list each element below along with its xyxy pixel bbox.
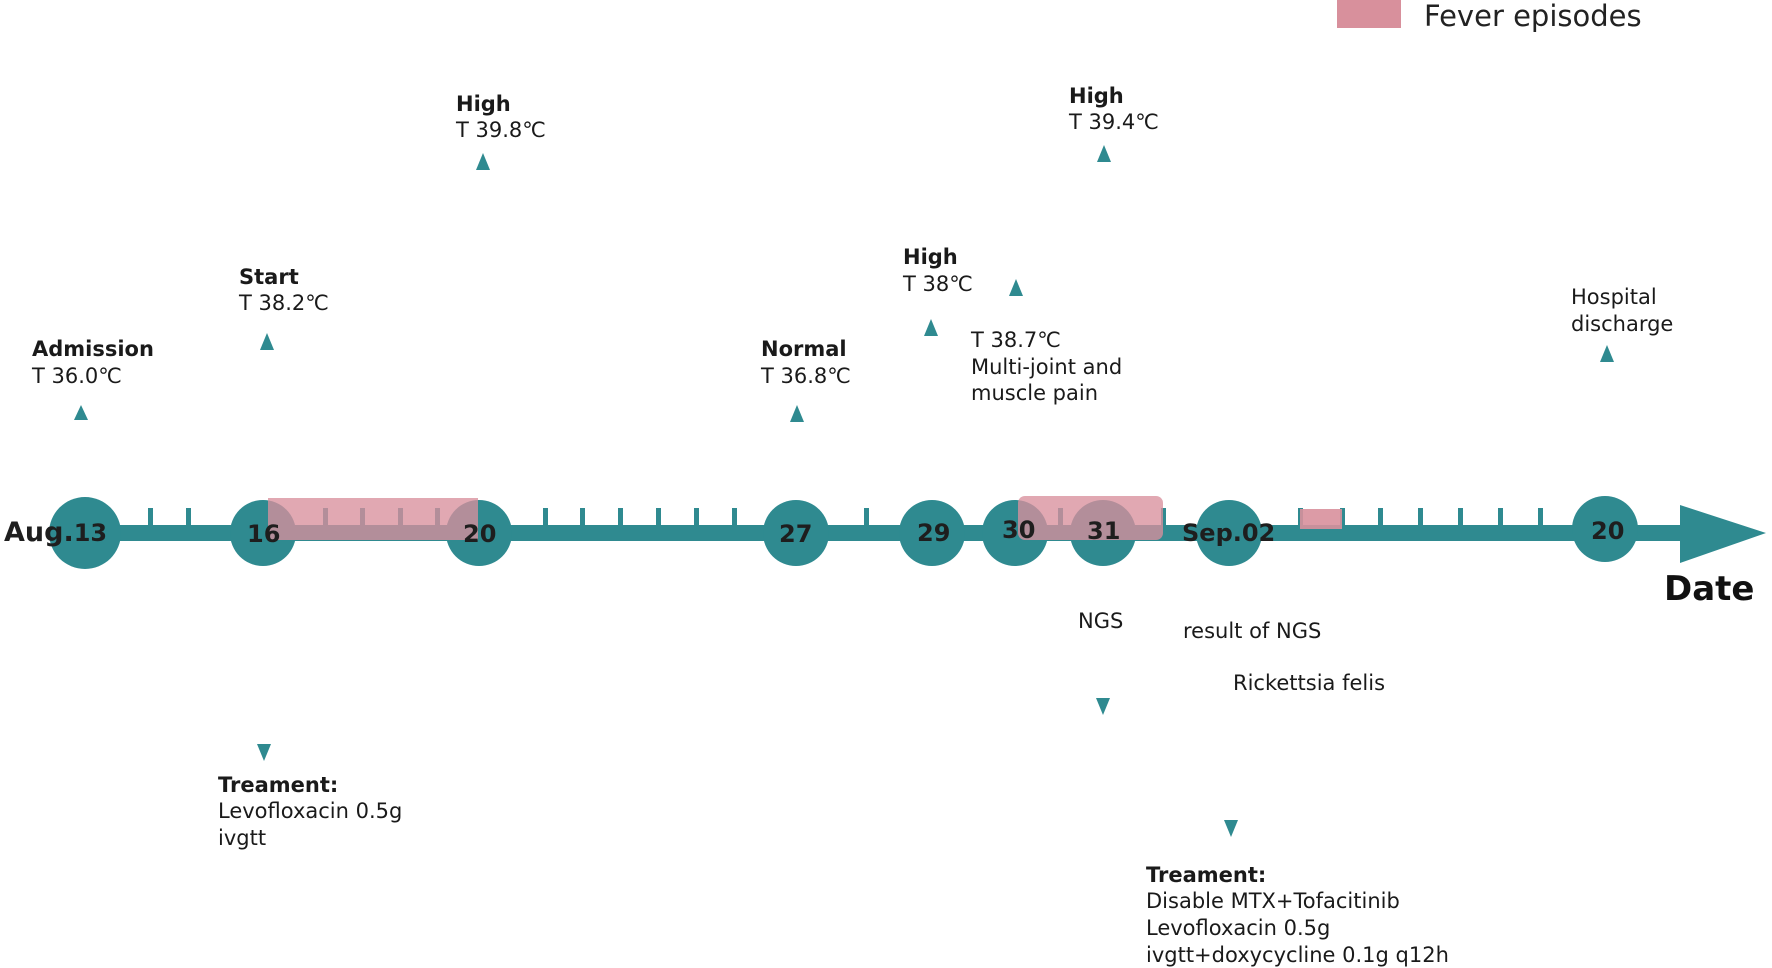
node-label-sep02: Sep.02 (1182, 519, 1275, 547)
svg-text:muscle pain: muscle pain (971, 381, 1098, 405)
svg-text:T 38.7℃: T 38.7℃ (970, 328, 1061, 352)
node-label-29: 29 (917, 519, 950, 547)
fever-band-overlays (268, 496, 1342, 540)
event-admission: Admission T 36.0℃ (31, 337, 154, 388)
node-27 (763, 500, 829, 566)
node-label-27: 27 (779, 520, 812, 548)
axis-tick (1538, 508, 1543, 530)
svg-text:ivgtt+doxycycline 0.1g q12h: ivgtt+doxycycline 0.1g q12h (1146, 943, 1449, 967)
event-ngs-result: result of NGS (1183, 619, 1321, 643)
node-label-30: 30 (1002, 516, 1035, 544)
svg-text:Levofloxacin 0.5g: Levofloxacin 0.5g (1146, 916, 1330, 940)
axis-tick (1161, 508, 1166, 530)
svg-text:discharge: discharge (1571, 312, 1673, 336)
event-treatment2: Treament: Disable MTX+Tofacitinib Levofl… (1146, 863, 1449, 967)
event-discharge: Hospital discharge (1571, 285, 1673, 336)
node-labels: Aug.13 16 20 27 29 30 31 Sep.02 20 (4, 516, 1624, 548)
fever-band-1 (268, 498, 478, 540)
axis-tick (864, 508, 869, 530)
event-high1: High T 39.8℃ (455, 92, 546, 142)
axis-tick (656, 508, 661, 530)
node-29 (899, 500, 965, 566)
node-20b (1572, 496, 1638, 562)
legend-swatch (1337, 0, 1401, 28)
arrow-admission (74, 405, 88, 500)
svg-text:Disable MTX+Tofacitinib: Disable MTX+Tofacitinib (1146, 889, 1400, 913)
legend-label: Fever episodes (1424, 0, 1642, 33)
axis-tick (694, 508, 699, 530)
axis-tick (618, 508, 623, 530)
svg-text:Start: Start (239, 265, 299, 289)
svg-text:T 38℃: T 38℃ (902, 272, 973, 296)
svg-text:T 36.8℃: T 36.8℃ (760, 364, 851, 388)
svg-text:T 39.8℃: T 39.8℃ (455, 118, 546, 142)
axis-tick (543, 508, 548, 530)
axis-tick (732, 508, 737, 530)
svg-text:T 39.4℃: T 39.4℃ (1068, 110, 1159, 134)
svg-text:NGS: NGS (1078, 609, 1123, 633)
event-treatment1: Treament: Levofloxacin 0.5g ivgtt (218, 773, 402, 850)
arrow-normal (790, 405, 804, 500)
axis-tick (1378, 508, 1383, 530)
node-aug13 (49, 497, 121, 569)
svg-text:Rickettsia felis: Rickettsia felis (1233, 671, 1385, 695)
fever-band-2 (1018, 496, 1163, 540)
event-rickettsia: Rickettsia felis (1233, 671, 1385, 695)
svg-text:High: High (903, 245, 958, 269)
arrow-ngs (1096, 565, 1110, 715)
event-arrows (74, 145, 1614, 837)
svg-text:Multi-joint and: Multi-joint and (971, 355, 1122, 379)
event-normal: Normal T 36.8℃ (760, 337, 851, 388)
svg-text:result of NGS: result of NGS (1183, 619, 1321, 643)
node-label-20a: 20 (463, 520, 496, 548)
svg-text:ivgtt: ivgtt (218, 826, 266, 850)
svg-text:High: High (456, 92, 511, 116)
svg-text:T 38.2℃: T 38.2℃ (238, 291, 329, 315)
arrow-pain (1009, 279, 1023, 500)
arrow-high1 (476, 153, 490, 500)
events-above: Admission T 36.0℃ Start T 38.2℃ High T 3… (31, 84, 1673, 405)
node-label-16: 16 (247, 520, 280, 548)
node-label-31: 31 (1087, 517, 1120, 545)
axis-arrowhead (1680, 505, 1766, 563)
node-label-20b: 20 (1591, 517, 1624, 545)
axis-tick (580, 508, 585, 530)
svg-text:Admission: Admission (32, 337, 154, 361)
arrow-treatment2 (1224, 565, 1238, 837)
svg-text:High: High (1069, 84, 1124, 108)
arrow-discharge (1600, 345, 1614, 500)
arrow-high2 (924, 319, 938, 500)
axis-tick (1340, 508, 1345, 530)
svg-text:Treament:: Treament: (218, 773, 338, 797)
axis-tick (148, 508, 153, 530)
event-high2: High T 38℃ (902, 245, 973, 296)
axis-tick (1498, 508, 1503, 530)
svg-text:Normal: Normal (761, 337, 847, 361)
event-pain: T 38.7℃ Multi-joint and muscle pain (970, 328, 1122, 405)
svg-text:Hospital: Hospital (1571, 285, 1657, 309)
node-label-aug13: Aug.13 (4, 517, 107, 548)
arrow-high3 (1097, 145, 1111, 500)
arrow-start (260, 333, 274, 500)
axis-tick (1458, 508, 1463, 530)
event-start: Start T 38.2℃ (238, 265, 329, 315)
axis-tick (1418, 508, 1423, 530)
svg-text:Levofloxacin 0.5g: Levofloxacin 0.5g (218, 799, 402, 823)
svg-text:Treament:: Treament: (1146, 863, 1266, 887)
events-below: Treament: Levofloxacin 0.5g ivgtt NGS re… (218, 609, 1449, 967)
fever-band-3 (1300, 509, 1342, 529)
axis-date-label: Date (1664, 569, 1754, 609)
node-sep02 (1196, 500, 1262, 566)
arrow-treatment1 (257, 565, 271, 761)
event-high3: High T 39.4℃ (1068, 84, 1159, 134)
axis-tick (186, 508, 191, 530)
event-ngs: NGS (1078, 609, 1123, 633)
svg-text:T 36.0℃: T 36.0℃ (31, 364, 122, 388)
